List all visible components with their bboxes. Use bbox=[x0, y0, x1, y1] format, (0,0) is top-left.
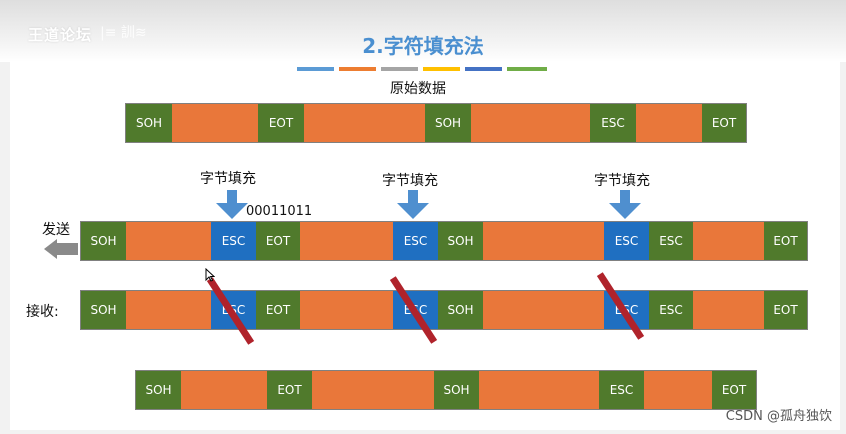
watermark-text: 王道论坛 bbox=[28, 26, 93, 44]
stuff-label-1: 字节填充 bbox=[200, 171, 256, 187]
seg-soh: SOH bbox=[438, 291, 483, 329]
seg-soh: SOH bbox=[438, 222, 483, 260]
seg-esc: ESC bbox=[649, 291, 693, 329]
footer-attribution: CSDN @孤舟独饮 bbox=[725, 409, 832, 424]
seg-eot: EOT bbox=[258, 104, 304, 142]
seg-soh: SOH bbox=[81, 291, 126, 329]
frame-original: SOH EOT SOH ESC EOT bbox=[125, 103, 747, 143]
left-arrow-icon bbox=[44, 239, 78, 259]
stuff-label-3: 字节填充 bbox=[594, 173, 650, 189]
frame-sent: SOH ESC EOT ESC SOH ESC ESC EOT bbox=[80, 221, 808, 261]
down-arrow-icon bbox=[397, 190, 429, 220]
color-bar-dark-blue bbox=[465, 67, 502, 71]
seg-esc-stuffed: ESC bbox=[211, 222, 256, 260]
byte-code-label: 00011011 bbox=[246, 204, 313, 219]
seg-soh: SOH bbox=[136, 371, 181, 409]
seg-soh: SOH bbox=[126, 104, 172, 142]
original-data-label: 原始数据 bbox=[390, 81, 446, 97]
mouse-cursor-icon bbox=[205, 268, 215, 282]
seg-eot: EOT bbox=[712, 371, 756, 409]
color-bar-blue bbox=[297, 67, 334, 71]
color-bar-gray bbox=[381, 67, 418, 71]
seg-eot: EOT bbox=[764, 291, 807, 329]
seg-eot: EOT bbox=[267, 371, 312, 409]
seg-esc: ESC bbox=[599, 371, 644, 409]
send-label: 发送 bbox=[42, 222, 70, 238]
down-arrow-icon bbox=[609, 190, 641, 220]
frame-received: SOH ESC EOT ESC SOH ESC ESC EOT bbox=[80, 290, 808, 330]
stuff-label-2: 字节填充 bbox=[382, 173, 438, 189]
seg-soh: SOH bbox=[425, 104, 471, 142]
seg-esc: ESC bbox=[590, 104, 636, 142]
seg-soh: SOH bbox=[81, 222, 126, 260]
color-bar-yellow bbox=[423, 67, 460, 71]
seg-esc: ESC bbox=[649, 222, 693, 260]
seg-esc-stuffed: ESC bbox=[393, 222, 438, 260]
color-bar-green bbox=[507, 67, 547, 71]
color-bar-orange bbox=[339, 67, 376, 71]
slide-title: 2.字符填充法 bbox=[362, 34, 484, 58]
seg-eot: EOT bbox=[702, 104, 746, 142]
seg-soh: SOH bbox=[434, 371, 479, 409]
seg-esc-stuffed: ESC bbox=[604, 222, 649, 260]
seg-eot: EOT bbox=[764, 222, 807, 260]
receive-label: 接收: bbox=[26, 304, 59, 320]
seg-eot: EOT bbox=[256, 222, 300, 260]
frame-restored: SOH EOT SOH ESC EOT bbox=[135, 370, 757, 410]
seg-eot: EOT bbox=[256, 291, 300, 329]
watermark-logo: |≡ 訓≋ bbox=[100, 25, 147, 41]
slide-header-band bbox=[0, 0, 846, 62]
down-arrow-icon bbox=[216, 190, 248, 220]
